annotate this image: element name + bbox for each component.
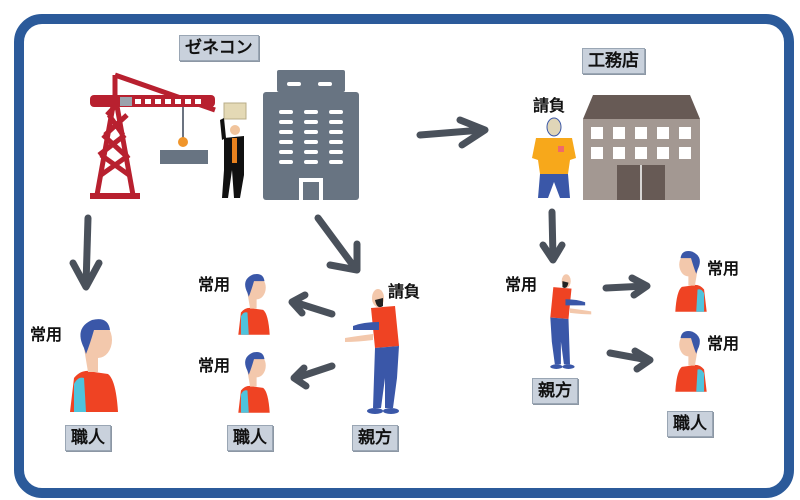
worker-icon <box>238 273 270 335</box>
role-worker-middle-1: 常用 <box>198 275 231 294</box>
shop-building-icon <box>583 95 700 200</box>
role-local-contractor: 請負 <box>533 96 566 115</box>
worker-icon <box>675 250 707 312</box>
foreman-icon <box>550 274 592 369</box>
label-local-contractor: 工務店 <box>582 48 645 74</box>
label-general-contractor: ゼネコン <box>179 35 259 61</box>
worker-icon <box>70 319 118 412</box>
worker-icon <box>675 330 707 392</box>
label-workers-right: 職人 <box>667 411 713 437</box>
role-worker-left: 常用 <box>30 325 63 344</box>
label-foreman-left: 親方 <box>352 425 398 451</box>
label-foreman-right: 親方 <box>532 378 578 404</box>
worker-icon <box>238 351 270 413</box>
role-worker-right-2: 常用 <box>707 334 740 353</box>
office-building-icon <box>263 70 359 200</box>
businessman-icon <box>220 102 247 198</box>
role-foreman-left: 請負 <box>388 282 421 301</box>
role-worker-right-1: 常用 <box>707 259 740 278</box>
diagram-frame <box>14 14 794 498</box>
role-foreman-right: 常用 <box>505 275 538 294</box>
label-workers-middle: 職人 <box>227 425 273 451</box>
foreman-icon <box>345 289 399 414</box>
contractor-man-icon <box>532 117 576 198</box>
label-worker-left: 職人 <box>65 425 111 451</box>
crane-icon <box>90 72 216 199</box>
role-worker-middle-2: 常用 <box>198 356 231 375</box>
